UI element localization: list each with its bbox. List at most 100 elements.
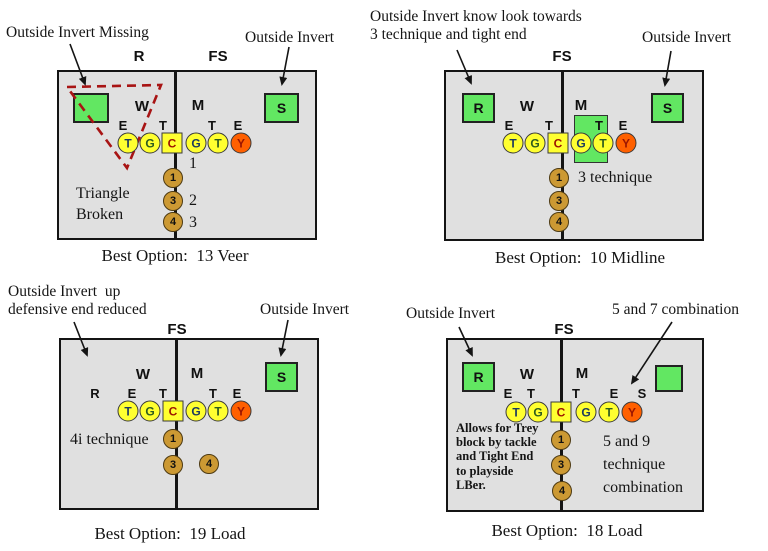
center-field-line [175, 338, 178, 510]
center-field-line [561, 70, 564, 241]
player-tight-end: Y [230, 400, 252, 422]
tech-letter-tackle-right: T [572, 386, 580, 401]
best-option-caption: Best Option: 18 Load [491, 521, 643, 540]
five-nine-note-line: combination [603, 479, 683, 496]
trey-block-note-line: Allows for Trey [456, 421, 539, 435]
free-safety-label: FS [552, 48, 572, 65]
invert-square-strong: S [651, 93, 684, 123]
tech-letter-end-left: E [127, 386, 137, 401]
tech-letter-tackle-right: T [209, 386, 217, 401]
best-option-caption: Best Option: 13 Veer [101, 246, 249, 265]
annotation-outside-invert: Outside Invert [260, 301, 350, 318]
best-option-caption: Best Option: 10 Midline [495, 248, 665, 267]
player-tackle-left: T [502, 132, 524, 154]
annotation-invert-look-line2: 3 technique and tight end [370, 26, 527, 43]
will-backer-label: W [519, 98, 535, 115]
back-3: 3 [549, 191, 569, 211]
triangle-broken-note: Triangle [76, 185, 130, 202]
player-center: C [550, 401, 572, 423]
tech-letter-strong: S [637, 386, 647, 401]
player-guard-left: G [139, 132, 161, 154]
back-3: 3 [551, 455, 571, 475]
five-nine-note-line: 5 and 9 [603, 433, 651, 450]
player-guard-right: G [575, 401, 597, 423]
player-tackle-left: T [117, 400, 139, 422]
four-i-technique-note: 4i technique [70, 431, 149, 448]
player-guard-left: G [139, 400, 161, 422]
tech-letter-end-right: E [618, 118, 628, 133]
free-safety-label: FS [208, 48, 228, 65]
tech-letter-tackle-left: T [545, 118, 553, 133]
player-tackle-right: T [592, 132, 614, 154]
annotation-outside-invert: Outside Invert [245, 29, 335, 46]
back-4: 4 [163, 212, 183, 232]
back-1: 1 [163, 429, 183, 449]
player-center: C [161, 132, 183, 154]
trey-block-note: Allows for Trey block by tackle and Tigh… [456, 421, 552, 492]
stack-number-3: 3 [189, 214, 197, 231]
trey-block-note-line: to playside [456, 463, 514, 478]
back-1: 1 [163, 168, 183, 188]
back-3: 3 [163, 191, 183, 211]
annotation-invert-up-line1: Outside Invert up [8, 283, 121, 300]
player-tight-end: Y [230, 132, 252, 154]
player-tackle-right: T [207, 400, 229, 422]
will-backer-label: W [135, 366, 151, 383]
rover-label: R [133, 48, 145, 65]
tech-letter-tackle-right: T [208, 118, 216, 133]
invert-square-left [73, 93, 109, 123]
trey-block-note-line: LBer. [456, 477, 486, 492]
best-option-caption: Best Option: 19 Load [94, 524, 246, 543]
panel-18-load: Outside Invert 5 and 7 combination FS R … [384, 275, 768, 550]
tech-letter-end-left: E [504, 118, 514, 133]
player-center: C [162, 400, 184, 422]
player-tackle-left: T [505, 401, 527, 423]
mike-backer-label: M [574, 97, 588, 114]
panel-13-veer: Outside Invert Missing Outside Invert R … [0, 0, 384, 275]
tech-letter-tackle-right: T [595, 118, 603, 133]
tech-letter-end-right: E [609, 386, 619, 401]
player-tight-end: Y [615, 132, 637, 154]
mike-backer-label: M [191, 97, 205, 114]
tech-letter-end-left: E [503, 386, 513, 401]
tech-letter-end-right: E [232, 386, 242, 401]
annotation-outside-invert: Outside Invert [406, 305, 496, 322]
tech-letter-tackle-left: T [159, 386, 167, 401]
trey-block-note-line: and Tight End [456, 449, 534, 464]
back-4: 4 [552, 481, 572, 501]
mike-backer-label: M [575, 365, 589, 382]
back-4: 4 [199, 454, 219, 474]
will-backer-label: W [134, 98, 150, 115]
invert-square-rover: R [462, 93, 495, 123]
back-3: 3 [163, 455, 183, 475]
panel-10-midline: Outside Invert know look towards 3 techn… [370, 0, 768, 275]
player-guard-right: G [570, 132, 592, 154]
back-1: 1 [551, 430, 571, 450]
back-1: 1 [549, 168, 569, 188]
mike-backer-label: M [190, 365, 204, 382]
five-nine-note-line: technique [603, 456, 666, 473]
player-guard-right: G [185, 132, 207, 154]
trey-block-note-line: block by tackle [456, 435, 537, 450]
triangle-broken-note: Broken [76, 206, 124, 223]
invert-square-strong: S [264, 93, 299, 123]
tech-letter-end-left: E [118, 118, 128, 133]
three-technique-note: 3 technique [578, 169, 653, 186]
tech-letter-end-right: E [233, 118, 243, 133]
panel-19-load: Outside Invert up defensive end reduced … [0, 275, 384, 550]
tech-letter-tackle-left: T [527, 386, 535, 401]
invert-square-right [655, 365, 683, 392]
player-tackle-left: T [117, 132, 139, 154]
annotation-invert-look-line1: Outside Invert know look towards [370, 8, 582, 25]
player-tackle-right: T [598, 401, 620, 423]
player-guard-left: G [524, 132, 546, 154]
player-guard-right: G [185, 400, 207, 422]
player-center: C [547, 132, 569, 154]
tech-letter-rover: R [90, 386, 100, 401]
stack-number-2: 2 [189, 192, 197, 209]
free-safety-label: FS [554, 321, 574, 338]
will-backer-label: W [519, 366, 535, 383]
annotation-outside-invert: Outside Invert [642, 29, 732, 46]
tech-letter-tackle-left: T [159, 118, 167, 133]
